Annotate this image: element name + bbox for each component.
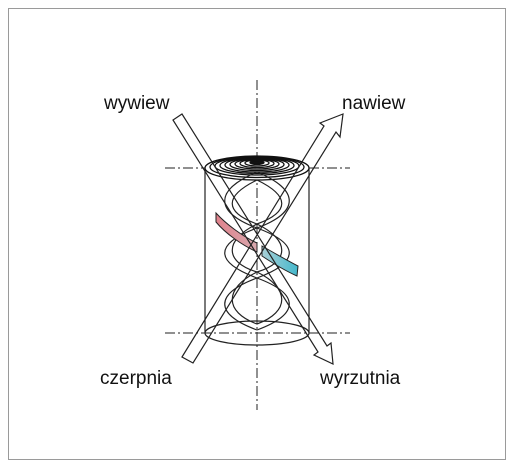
label-nawiew: nawiew [342,93,406,114]
supply-arrow [181,113,344,364]
helix-strand-a-inner [231,179,283,325]
cool-band [261,245,299,277]
cylinder [204,168,310,346]
label-wyrzutnia: wyrzutnia [319,368,401,389]
warm-band [215,211,258,253]
helix-strand-a-outer [224,171,290,331]
airflow-arrows [172,113,344,365]
helix-strand-b-outer [224,171,290,331]
cylinder-bottom-ellipse [204,320,310,346]
label-czerpnia: czerpnia [100,368,172,389]
helix-ribbon [224,171,290,331]
label-wywiew: wywiew [103,93,170,114]
exhaust-arrow [172,113,334,365]
